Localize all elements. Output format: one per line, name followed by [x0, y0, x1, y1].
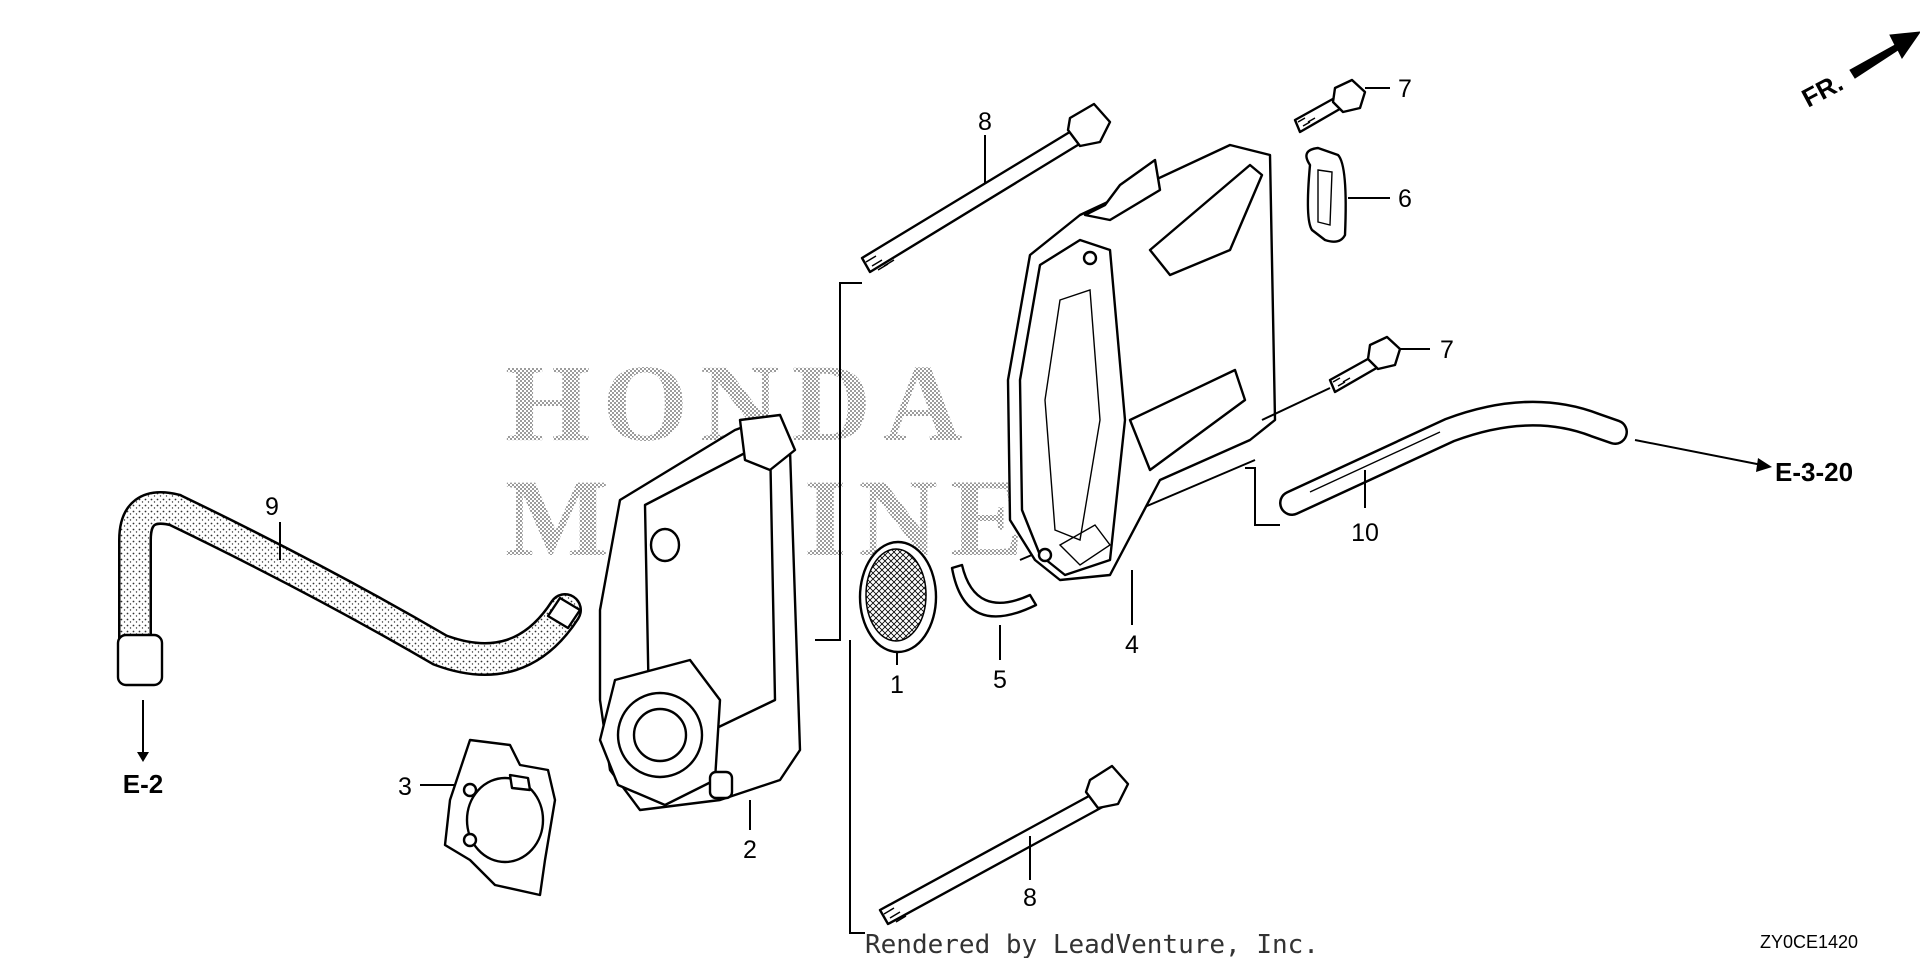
- leader-lines: [137, 197, 1772, 830]
- part-6-grommet: [1305, 146, 1347, 243]
- callout-7-upper: 7: [1398, 75, 1412, 103]
- front-direction-arrow: FR.: [1797, 31, 1920, 113]
- diagram-code: ZY0CE1420: [1760, 932, 1858, 952]
- callout-10: 10: [1351, 519, 1379, 547]
- front-direction-label: FR.: [1797, 67, 1848, 113]
- part-5-clip: [950, 563, 1038, 618]
- callout-8-upper: 8: [978, 108, 992, 136]
- stud-bolt-lower: [878, 764, 1130, 926]
- part-1-screen: [858, 540, 938, 654]
- callout-9: 9: [265, 493, 279, 521]
- part-4-cover: [1006, 143, 1277, 582]
- stud-bolt-upper: [860, 102, 1112, 274]
- hose-10: [1279, 400, 1628, 516]
- callout-2: 2: [743, 836, 757, 864]
- hose-9: [116, 491, 582, 687]
- callout-8-lower: 8: [1023, 884, 1037, 912]
- callout-4: 4: [1125, 631, 1139, 659]
- callout-3: 3: [398, 773, 412, 801]
- callout-7-lower: 7: [1440, 336, 1454, 364]
- bolt-7-lower: [1261, 335, 1430, 421]
- credit-text: Rendered by LeadVenture, Inc.: [865, 930, 1319, 958]
- callout-1: 1: [890, 671, 904, 699]
- callout-labels: 1 2 3 4 5 6 7 7 8 8 9 10: [265, 75, 1454, 912]
- reference-e-2: E-2: [123, 769, 163, 799]
- callout-5: 5: [993, 666, 1007, 694]
- callout-6: 6: [1398, 185, 1412, 213]
- part-3-gasket: [443, 738, 557, 897]
- part-2-case: [598, 413, 802, 812]
- bolt-7-upper: [1293, 78, 1390, 134]
- reference-e-3-20: E-3-20: [1775, 457, 1853, 487]
